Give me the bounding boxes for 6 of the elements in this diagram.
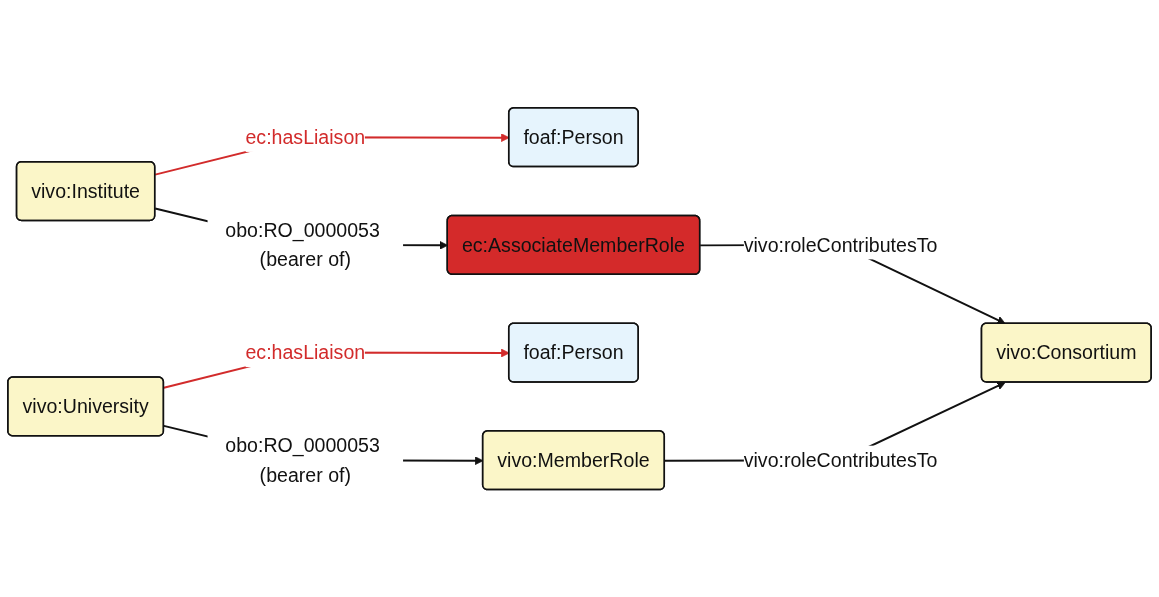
edge-label: obo:RO_0000053 (bearer of) bbox=[225, 219, 380, 271]
edge-label: ec:hasLiaison bbox=[245, 126, 366, 148]
edge-label: vivo:roleContributesTo bbox=[743, 449, 938, 471]
edge-label: vivo:roleContributesTo bbox=[743, 233, 938, 256]
edge-label: obo:RO_0000053 (bearer of) bbox=[225, 434, 380, 486]
edge-label: ec:hasLiaison bbox=[245, 341, 366, 364]
